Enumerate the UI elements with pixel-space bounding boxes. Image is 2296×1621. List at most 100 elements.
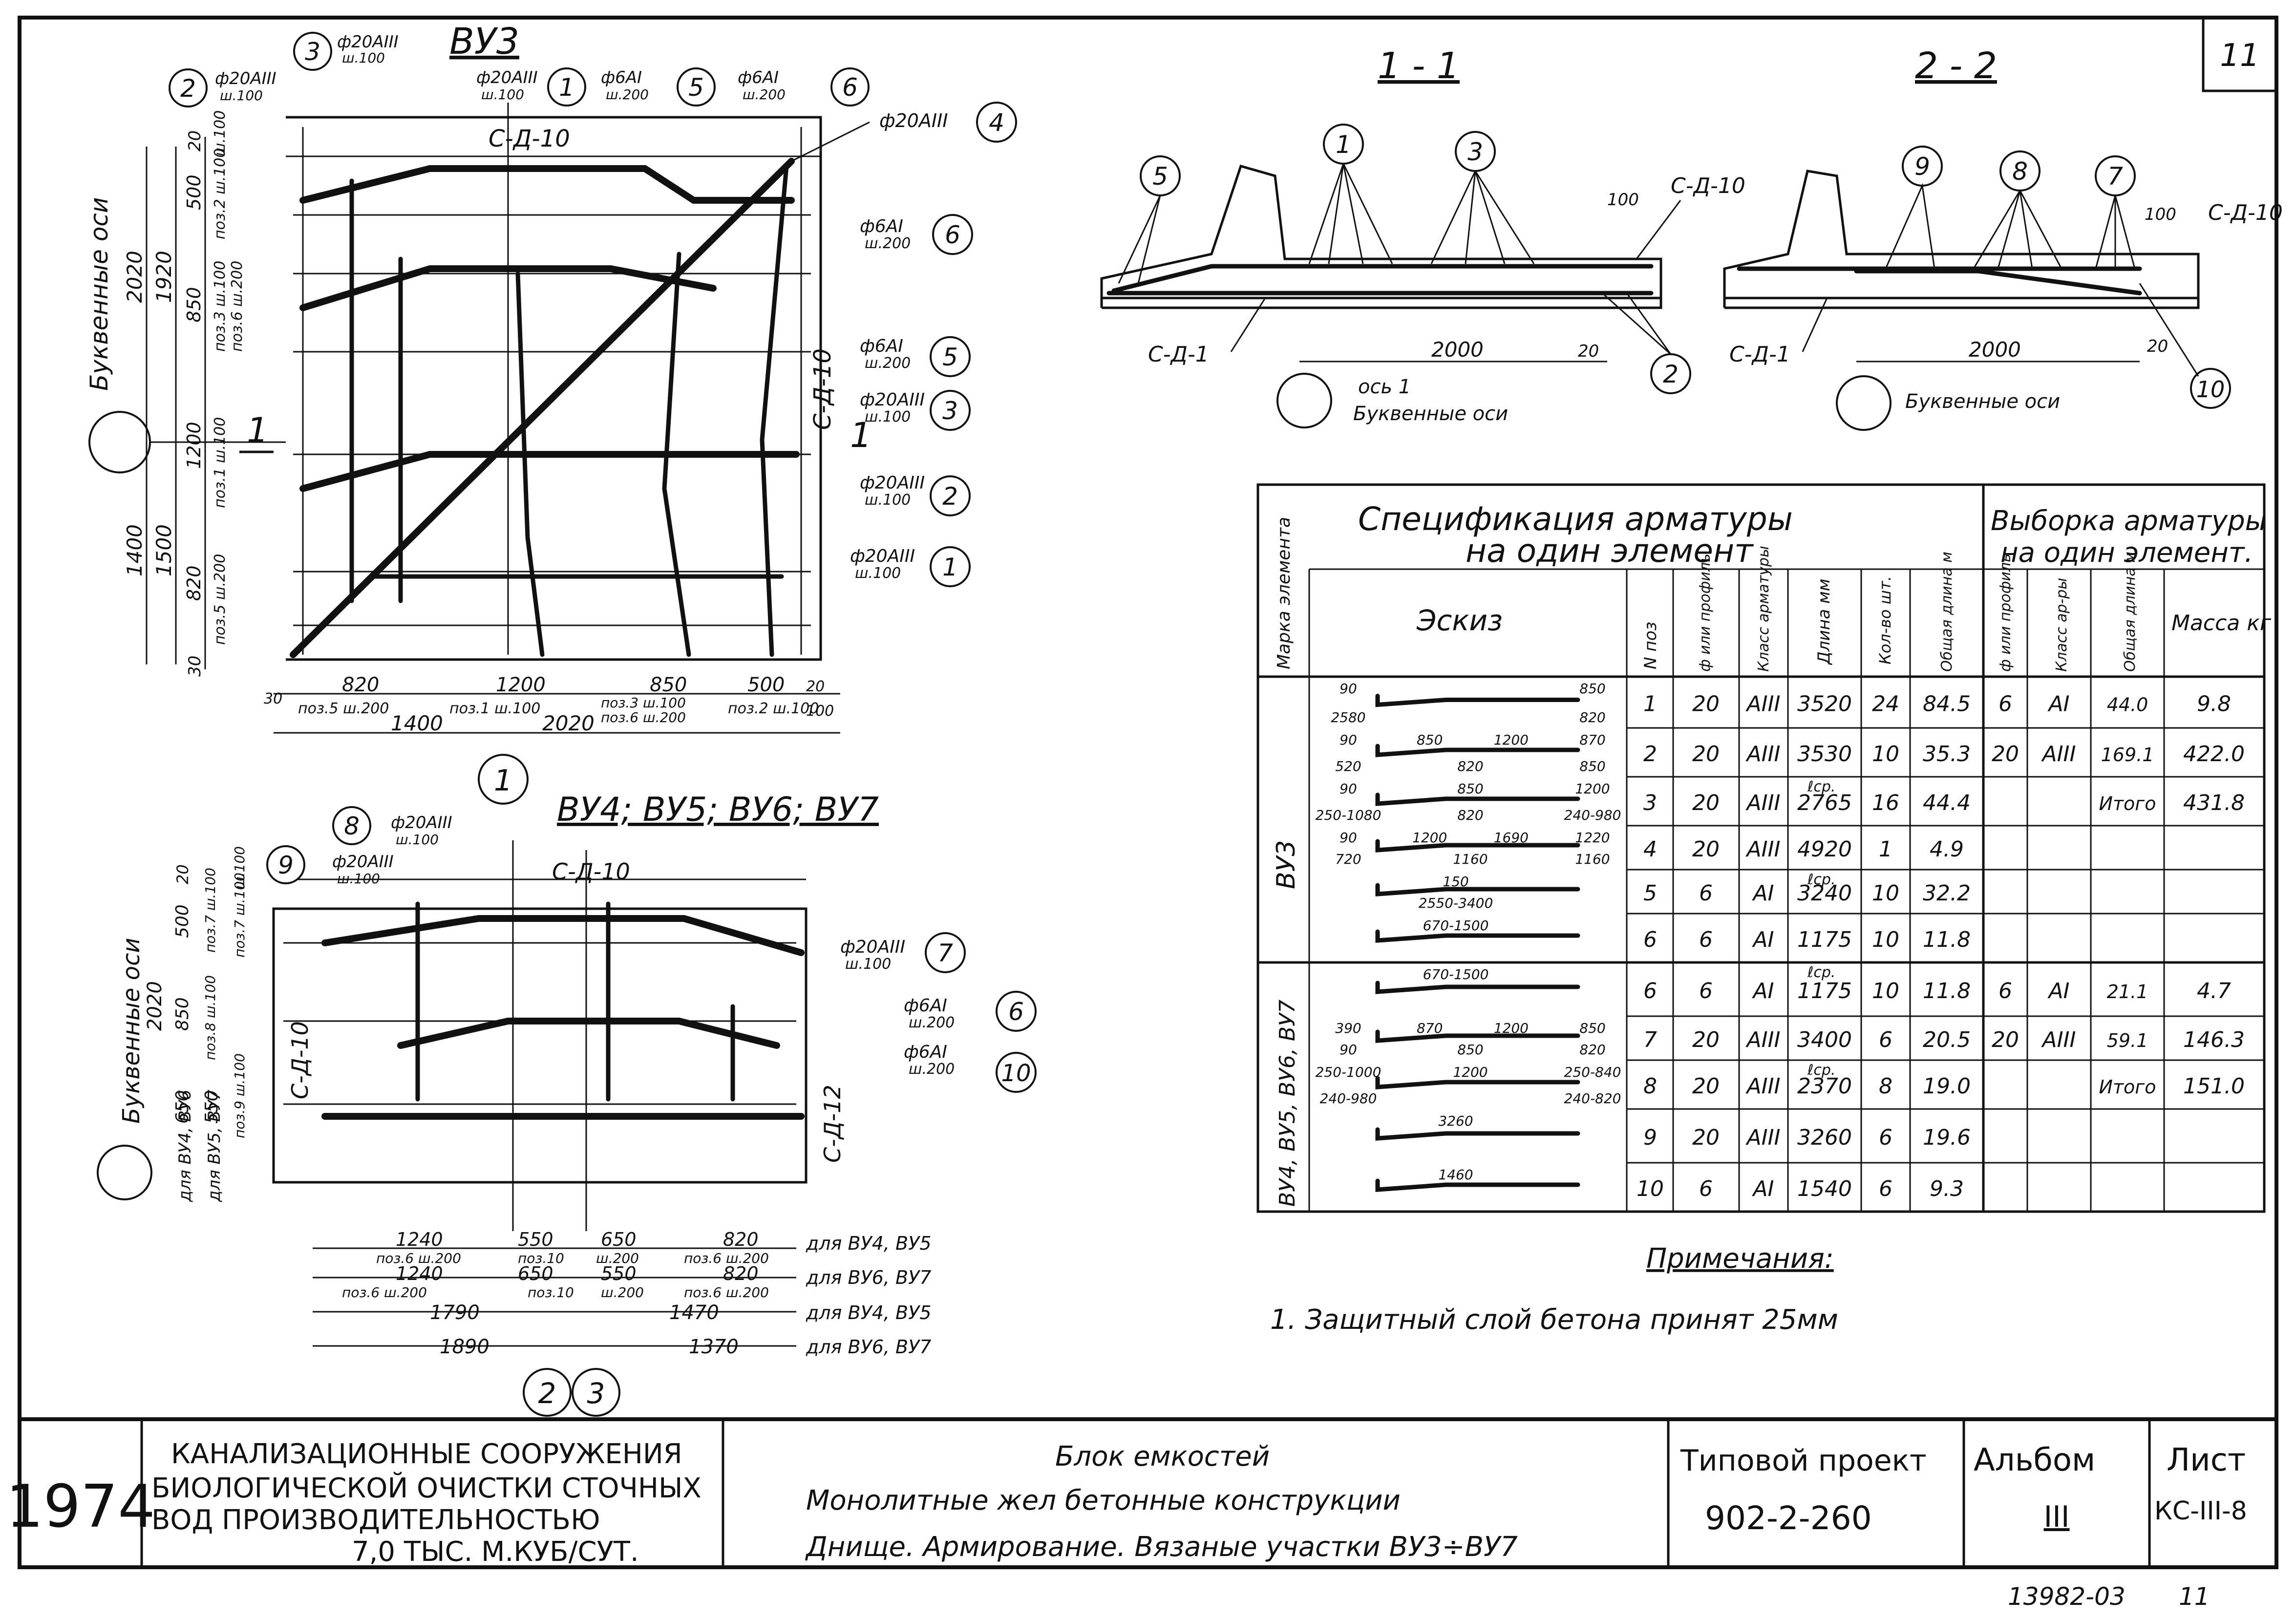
mesh-label: С-Д-10: [1671, 173, 1745, 198]
footer-sheet: 11: [2179, 1582, 2210, 1611]
dim: 500: [747, 674, 785, 696]
cell-pos: 10: [1637, 1176, 1664, 1201]
cell-vmass: 151.0: [2183, 1074, 2245, 1099]
callout-dia: ф20АIII: [476, 68, 538, 87]
dim: 850: [172, 997, 192, 1031]
cell-d: 20: [1692, 1125, 1720, 1150]
cell-cls: АIII: [1745, 837, 1780, 862]
callout-dia: ф6АI: [904, 996, 947, 1016]
dim-for: для ВУ6, ВУ7: [806, 1267, 931, 1288]
callout-number: 8: [2012, 157, 2028, 186]
sketch-label: 240-980: [1564, 807, 1621, 823]
spec-title: Спецификация арматуры: [1358, 500, 1793, 538]
cell-len: 3260: [1797, 1125, 1852, 1150]
callout-dia: ф20АIII: [850, 546, 915, 566]
callout-number: 5: [942, 343, 958, 371]
hdr-vd: ф или профиль: [1997, 554, 2014, 672]
cell-cls: АI: [1751, 979, 1774, 1003]
cell-vcls: АIII: [2041, 742, 2076, 767]
mesh-label: С-Д-10: [489, 125, 570, 152]
dim-note: поз.10: [518, 1250, 564, 1266]
callout-circle: [930, 546, 971, 587]
callout-step: ш.100: [481, 86, 524, 103]
callout-circle: [930, 475, 971, 516]
desc-line: Блок емкостей: [1055, 1441, 1270, 1472]
cell-qty: 6: [1879, 1125, 1892, 1150]
sketch-label: 850: [1579, 681, 1605, 697]
leader: [1802, 298, 1828, 352]
axis-label: ось 1: [1358, 376, 1411, 398]
cell-pos: 6: [1643, 927, 1657, 952]
callout-step: ш.200: [865, 355, 911, 372]
callout-dia: ф20АIII: [840, 937, 905, 957]
cell-d: 6: [1699, 1176, 1713, 1201]
cell-vcls: АI: [2047, 692, 2069, 717]
cell-pos: 8: [1643, 1074, 1657, 1099]
mesh-label: С-Д-1: [1729, 342, 1790, 367]
hdr-d: ф или профиль: [1697, 554, 1714, 672]
axis-bubble: [478, 754, 529, 805]
callout-number: 5: [688, 73, 704, 102]
cell-d: 20: [1692, 790, 1720, 815]
axis-bubble: [1836, 375, 1892, 431]
hdr-pos: N поз: [1641, 622, 1660, 669]
mesh-label: С-Д-12: [819, 1085, 846, 1163]
callout-circle: [332, 806, 371, 845]
cell-len: 3400: [1797, 1027, 1852, 1052]
cell-len-note: ℓср.: [1807, 1062, 1835, 1079]
sketch-label: 90: [1339, 732, 1357, 748]
album-label: Альбом: [1974, 1442, 2095, 1478]
cell-tot: 11.8: [1923, 927, 1971, 952]
callout-number: 1: [942, 553, 958, 581]
dim-1920: 1920: [152, 251, 176, 303]
cell-cls: АI: [1751, 927, 1774, 952]
dim: 1370: [689, 1336, 739, 1358]
cell-qty: 6: [1879, 1176, 1892, 1201]
sketch-label: 1160: [1453, 851, 1488, 867]
cell-vmass: 431.8: [2183, 790, 2245, 815]
sketch-label: 90: [1339, 1042, 1357, 1058]
plan-vu47-title: ВУ4; ВУ5; ВУ6; ВУ7: [557, 790, 879, 829]
section-1-1: 1 - 1 5 1 3 2 С-Д-10 С-Д-1 100 2000 20 о…: [1100, 45, 1745, 428]
side-note: ш.100: [232, 846, 248, 889]
axis-label: Буквенные оси: [1353, 403, 1508, 425]
leader: [1973, 190, 2062, 269]
callout-circle: [830, 67, 870, 107]
sketch-label: 670-1500: [1423, 966, 1489, 982]
cell-tot: 84.5: [1923, 692, 1971, 717]
sketch-bar: [1375, 744, 1580, 757]
dim: 100: [1607, 190, 1639, 210]
dim-note: поз.3 ш.100: [601, 695, 686, 711]
cell-qty: 10: [1872, 979, 1899, 1003]
rebar-pos5: [515, 271, 545, 657]
sketch-bar: [1375, 1127, 1580, 1141]
dim-note: поз.6 ш.200: [684, 1284, 769, 1301]
side-note: поз.7 ш.100: [202, 868, 218, 953]
cell-cls: АIII: [1745, 742, 1780, 767]
callout-dia: ф20АIII: [337, 32, 399, 52]
cell-vd: 20: [1992, 1027, 2019, 1052]
cell-d: 20: [1692, 742, 1720, 767]
dim-note: 100: [806, 703, 834, 720]
dim-1200: 1200: [183, 422, 205, 469]
callout-circle: [266, 845, 305, 884]
leader: [1118, 195, 1161, 284]
cell-qty: 16: [1872, 790, 1899, 815]
sketch-label: 240-980: [1320, 1090, 1377, 1107]
sketch-label: 850: [1457, 1042, 1483, 1058]
cell-tot: 44.4: [1923, 790, 1971, 815]
sketch-label: 820: [1457, 807, 1483, 823]
section-slab: [1100, 164, 1662, 309]
callout-number: 6: [842, 73, 858, 102]
side-note: ш.100: [212, 110, 229, 156]
sketch-label: 90: [1339, 830, 1357, 846]
callout-number: 1: [1336, 130, 1351, 159]
dim-500: 500: [183, 174, 205, 210]
cell-pos: 5: [1643, 881, 1657, 906]
callout-number: 3: [942, 397, 958, 425]
sketch-label: 3260: [1438, 1113, 1473, 1129]
cell-d: 20: [1692, 837, 1720, 862]
axis-bubble-number: 3: [587, 1377, 605, 1410]
callout-step: ш.100: [855, 565, 901, 582]
dim-note: поз.6 ш.200: [342, 1284, 427, 1301]
